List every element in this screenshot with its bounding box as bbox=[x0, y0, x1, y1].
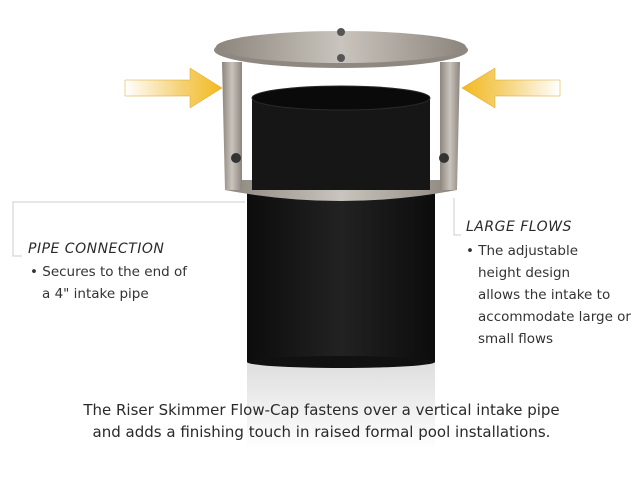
pipe-connection-text: • Secures to the end of a 4" intake pipe bbox=[30, 261, 187, 305]
pipe-connection-heading: PIPE CONNECTION bbox=[28, 241, 165, 257]
callout-line: allows the intake to bbox=[478, 287, 611, 303]
flow-arrow-right-icon bbox=[461, 67, 561, 109]
cap-sleeve bbox=[252, 98, 430, 190]
product-caption: The Riser Skimmer Flow-Cap fastens over … bbox=[0, 399, 643, 443]
bolt-icon bbox=[337, 28, 345, 36]
pipe-reflection bbox=[247, 360, 435, 450]
pipe-connection-leader-line bbox=[12, 201, 245, 257]
right-bracket bbox=[440, 62, 460, 190]
bolt-icon bbox=[337, 54, 345, 62]
bolt-icon bbox=[439, 153, 449, 163]
callout-line: a 4" intake pipe bbox=[42, 286, 149, 302]
callout-line: accommodate large or bbox=[478, 309, 631, 325]
callout-line: • Secures to the end of bbox=[30, 264, 188, 280]
large-flows-leader-line bbox=[453, 198, 461, 236]
caption-line: and adds a finishing touch in raised for… bbox=[92, 423, 551, 441]
callout-line: • The adjustable bbox=[466, 243, 579, 259]
intake-pipe bbox=[247, 190, 435, 362]
bolt-icon bbox=[231, 153, 241, 163]
flow-arrow-left-icon bbox=[124, 67, 223, 109]
callout-line: small flows bbox=[478, 331, 554, 347]
left-bracket bbox=[222, 62, 242, 190]
caption-line: The Riser Skimmer Flow-Cap fastens over … bbox=[83, 401, 560, 419]
large-flows-heading: LARGE FLOWS bbox=[466, 219, 572, 235]
callout-line: height design bbox=[478, 265, 571, 281]
large-flows-text: • The adjustable height design allows th… bbox=[466, 240, 631, 350]
